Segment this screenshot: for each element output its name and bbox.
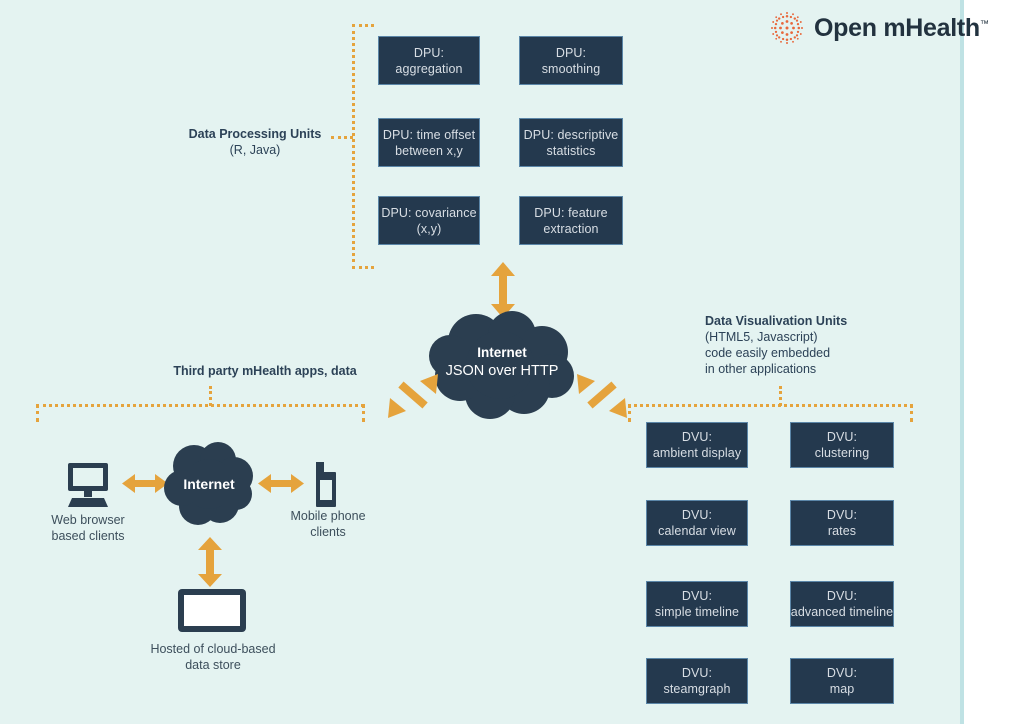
third-party-bracket-left-tick [36,404,39,422]
arrow-client-cloud-to-phone [258,472,304,496]
arrow-client-cloud-to-data-store [197,537,223,587]
third-party-apps-label: Third party mHealth apps, data [173,364,357,378]
mobile-phone-clients-caption: Mobile phone clients [290,509,366,539]
arrow-browser-to-client-cloud [122,472,168,496]
dvu-bracket-stem [779,386,782,406]
mobile-phone-icon [316,462,342,507]
dpu-box-smoothing[interactable]: DPU: smoothing [519,36,623,85]
dpu-box-descriptive-statistics[interactable]: DPU: descriptive statistics [519,118,623,167]
dpu-bracket-bottom-tick [352,266,374,269]
open-mhealth-dots-icon [770,11,804,45]
internet-cloud-client: Internet [164,440,254,528]
dvu-box-ambient-display[interactable]: DVU: ambient display [646,422,748,468]
third-party-bracket-right-tick [362,404,365,422]
dvu-box-rates[interactable]: DVU: rates [790,500,894,546]
dpu-bracket-spine [352,24,355,269]
brand-name: Open mHealth™ [814,13,989,42]
data-store-caption: Hosted of cloud-based data store [150,642,276,672]
web-browser-clients-caption: Web browser based clients [51,513,125,543]
dvu-bracket-right-tick [910,404,913,422]
arrow-cloud-to-dvu [575,372,629,420]
arrow-cloud-to-third-party [386,372,440,420]
brand-logo: Open mHealth™ [770,11,989,45]
dvu-box-calendar-view[interactable]: DVU: calendar view [646,500,748,546]
dpu-box-time-offset[interactable]: DPU: time offset between x,y [378,118,480,167]
data-store-icon [177,588,247,633]
dvu-bracket-spine [628,404,913,407]
internet-cloud-central: Internet JSON over HTTP [424,310,580,420]
third-party-bracket-stem [209,386,212,406]
desktop-monitor-icon [62,463,114,508]
dvu-bracket-left-tick [628,404,631,422]
dvu-box-clustering[interactable]: DVU: clustering [790,422,894,468]
dvu-box-advanced-timeline[interactable]: DVU: advanced timeline [790,581,894,627]
dpu-box-aggregation[interactable]: DPU: aggregation [378,36,480,85]
dvu-box-map[interactable]: DVU: map [790,658,894,704]
third-party-bracket-spine [36,404,364,407]
data-processing-units-label: Data Processing Units (R, Java) [188,127,322,157]
dpu-bracket-top-tick [352,24,374,27]
dpu-box-covariance[interactable]: DPU: covariance (x,y) [378,196,480,245]
data-visualization-units-label: Data Visualivation Units (HTML5, Javascr… [705,314,848,376]
page-edge-line [960,0,964,724]
dvu-box-simple-timeline[interactable]: DVU: simple timeline [646,581,748,627]
dpu-bracket-label-stub [331,136,353,139]
dpu-box-feature-extraction[interactable]: DPU: feature extraction [519,196,623,245]
arrow-cloud-to-dpu [490,262,516,318]
dvu-box-steamgraph[interactable]: DVU: steamgraph [646,658,748,704]
trademark-symbol: ™ [979,18,989,29]
